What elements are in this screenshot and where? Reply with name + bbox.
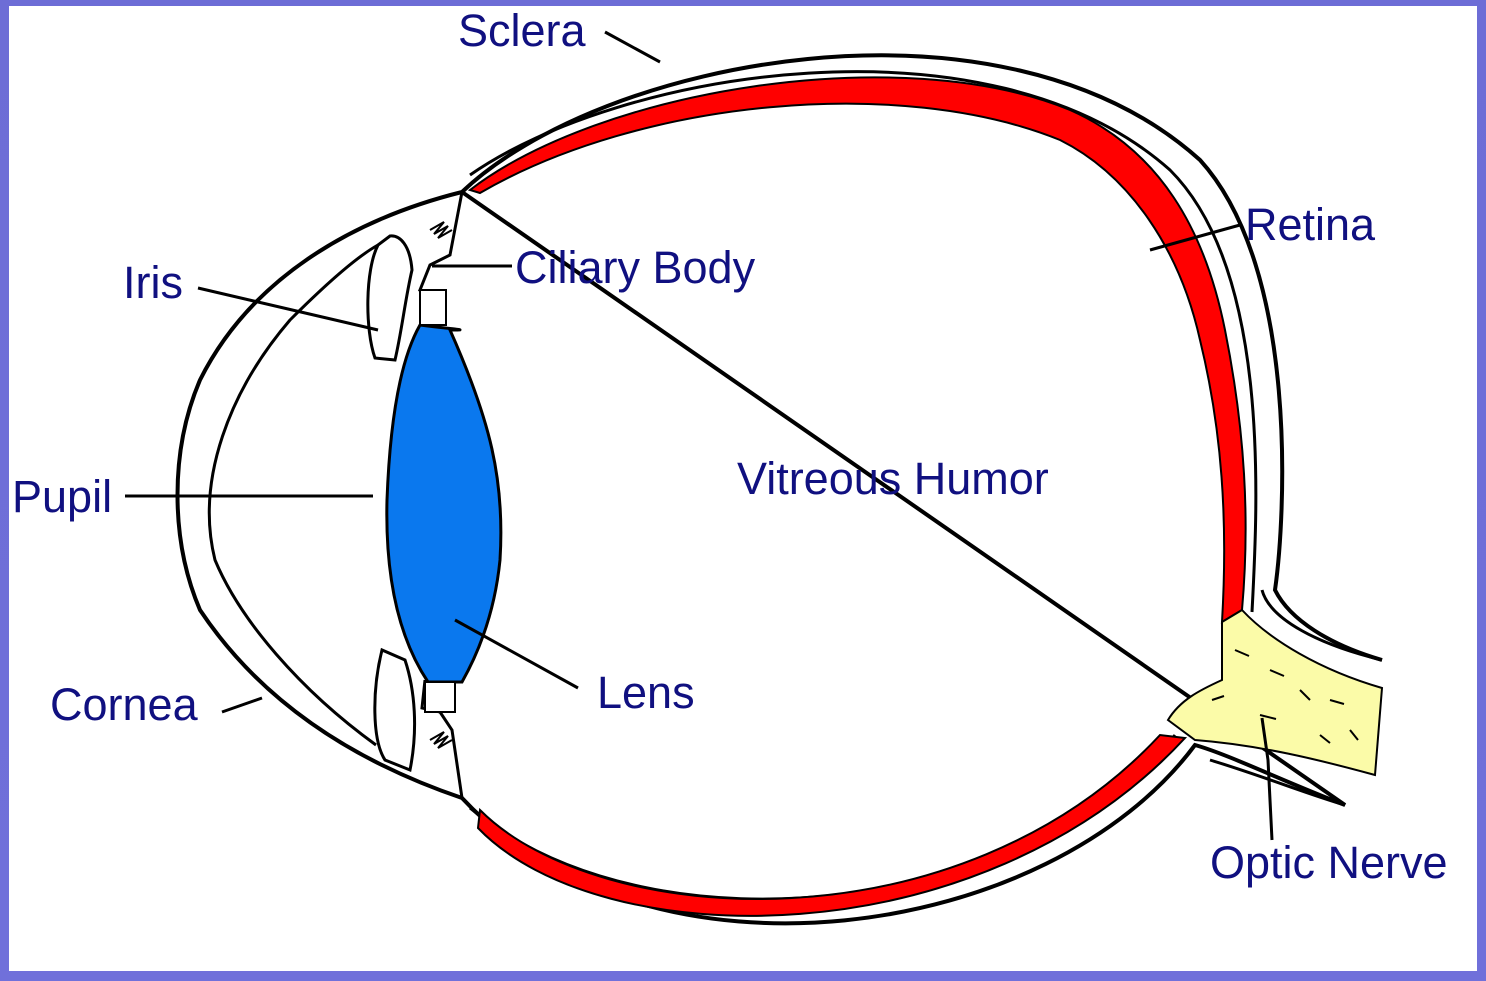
lens-upper-cap: [420, 290, 446, 325]
label-iris: Iris: [123, 257, 183, 308]
label-optic-nerve: Optic Nerve: [1210, 837, 1448, 888]
cornea-leader: [222, 698, 262, 712]
iris-upper: [368, 236, 412, 360]
label-vitreous-humor: Vitreous Humor: [737, 453, 1049, 504]
retina-band-lower: [478, 735, 1185, 916]
label-sclera: Sclera: [458, 5, 587, 56]
label-retina: Retina: [1245, 199, 1376, 250]
optic-nerve: [1168, 610, 1382, 775]
retina-band: [470, 77, 1246, 622]
lens-lower-cap: [425, 682, 455, 712]
ciliary-squiggle-lower: [430, 732, 452, 748]
label-cornea: Cornea: [50, 679, 199, 730]
label-lens: Lens: [597, 667, 695, 718]
lens: [387, 325, 501, 682]
label-pupil: Pupil: [12, 471, 112, 522]
iris-lower: [375, 650, 415, 770]
sclera-leader: [605, 32, 660, 62]
ciliary-squiggle-upper: [430, 222, 452, 238]
label-ciliary-body: Ciliary Body: [515, 242, 756, 293]
